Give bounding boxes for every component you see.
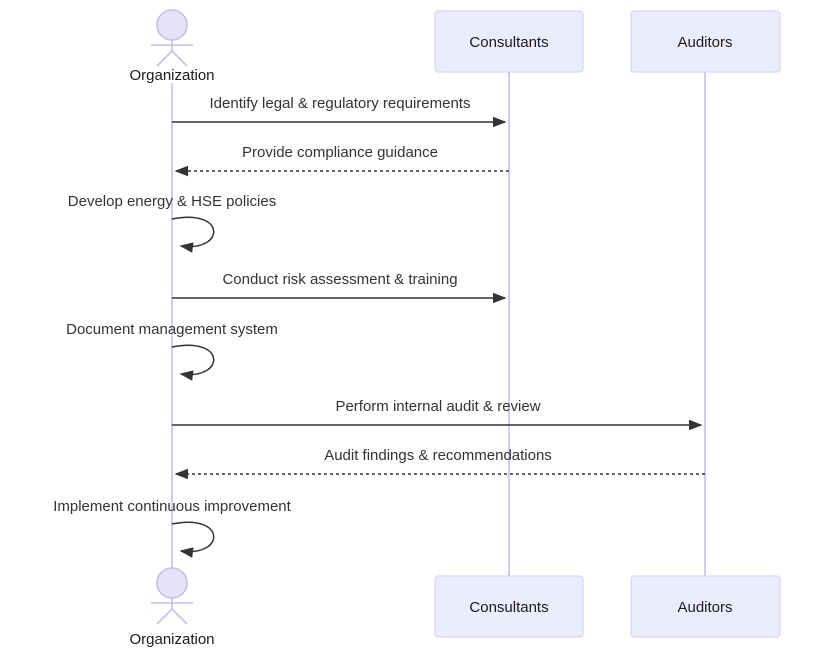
message-label: Identify legal & regulatory requirements: [210, 95, 471, 112]
self-loop-arrow: [171, 521, 215, 558]
actor-organization-bottom: Organization: [129, 567, 215, 648]
actor-legs-icon: [156, 607, 188, 625]
participant-label-auditors: Auditors: [677, 599, 732, 616]
message-label: Conduct risk assessment & training: [222, 271, 457, 288]
actor-head-icon: [156, 9, 188, 41]
participant-auditors-top: Auditors: [630, 10, 781, 73]
message-label: Audit findings & recommendations: [324, 447, 552, 464]
actor-label-organization: Organization: [129, 631, 214, 648]
message-label: Provide compliance guidance: [242, 144, 438, 161]
participant-box: [630, 575, 781, 638]
participant-label-consultants: Consultants: [469, 599, 548, 616]
participant-label-auditors: Auditors: [677, 34, 732, 51]
actor-label-organization: Organization: [129, 67, 214, 84]
actor-organization-top: Organization: [129, 9, 215, 84]
message-label: Implement continuous improvement: [53, 498, 291, 515]
participant-auditors-bottom: Auditors: [630, 575, 781, 638]
self-loop-arrow: [171, 344, 215, 381]
message-identify-requirements: Identify legal & regulatory requirements: [172, 95, 507, 128]
message-compliance-guidance: Provide compliance guidance: [174, 144, 509, 177]
participant-label-consultants: Consultants: [469, 34, 548, 51]
message-continuous-improvement: Implement continuous improvement: [53, 498, 292, 558]
message-document-management: Document management system: [66, 321, 278, 381]
actor-head-icon: [156, 567, 188, 599]
message-develop-policies: Develop energy & HSE policies: [68, 193, 276, 253]
message-audit-findings: Audit findings & recommendations: [174, 447, 705, 480]
message-label: Perform internal audit & review: [335, 398, 540, 415]
message-label: Document management system: [66, 321, 278, 338]
participant-consultants-top: Consultants: [434, 10, 584, 73]
participant-consultants-bottom: Consultants: [434, 575, 584, 638]
participant-box: [434, 575, 584, 638]
self-loop-arrow: [171, 216, 215, 253]
participant-box: [630, 10, 781, 73]
message-risk-assessment: Conduct risk assessment & training: [172, 271, 507, 304]
message-label: Develop energy & HSE policies: [68, 193, 276, 210]
participant-box: [434, 10, 584, 73]
actor-legs-icon: [156, 49, 188, 67]
message-internal-audit: Perform internal audit & review: [172, 398, 703, 431]
